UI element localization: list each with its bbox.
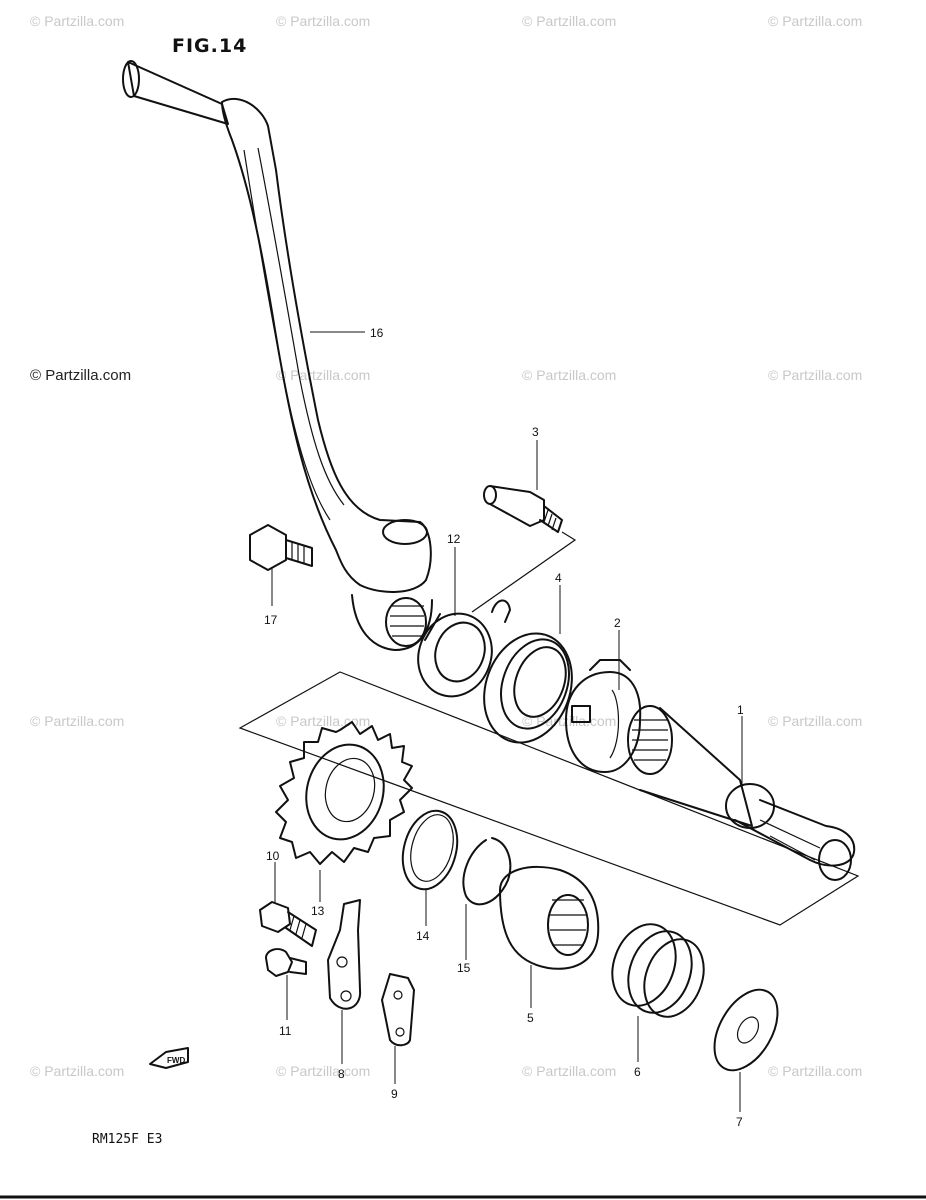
callout-13: 13 <box>311 904 325 918</box>
figure-title: FIG.14 <box>172 35 247 57</box>
callout-1: 1 <box>737 703 744 717</box>
callout-15: 15 <box>457 961 471 975</box>
callout-14: 14 <box>416 929 430 943</box>
watermark: © Partzilla.com <box>522 13 616 29</box>
fwd-arrow-icon: FWD <box>149 1047 189 1069</box>
watermark: © Partzilla.com <box>768 367 862 383</box>
fwd-label: FWD <box>167 1056 185 1065</box>
bolt-3 <box>483 485 563 533</box>
callout-8: 8 <box>338 1067 345 1081</box>
callout-6: 6 <box>634 1065 641 1079</box>
watermark: © Partzilla.com <box>276 367 370 383</box>
callout-17: 17 <box>264 613 278 627</box>
watermark: © Partzilla.com <box>522 367 616 383</box>
callout-10: 10 <box>266 849 280 863</box>
callout-12: 12 <box>447 532 461 546</box>
callout-4: 4 <box>555 571 562 585</box>
spring-4 <box>483 599 573 744</box>
watermark: © Partzilla.com <box>30 13 124 29</box>
assembly-frame <box>238 531 860 926</box>
watermarks: © Partzilla.com © Partzilla.com © Partzi… <box>30 13 862 1079</box>
kick-shaft-1 <box>627 705 856 881</box>
watermark: © Partzilla.com <box>276 13 370 29</box>
callout-7: 7 <box>736 1115 743 1129</box>
seal-12 <box>417 612 493 698</box>
plate-8 <box>327 899 362 1010</box>
bolt-10 <box>259 901 317 947</box>
kick-lever <box>122 60 433 651</box>
callout-9: 9 <box>391 1087 398 1101</box>
watermark: © Partzilla.com <box>522 713 616 729</box>
spring-6 <box>611 923 705 1018</box>
callout-5: 5 <box>527 1011 534 1025</box>
callout-3: 3 <box>532 425 539 439</box>
model-label: RM125F E3 <box>92 1132 162 1147</box>
watermark: © Partzilla.com <box>30 1063 124 1079</box>
washer-7 <box>713 988 779 1072</box>
watermark: © Partzilla.com <box>768 713 862 729</box>
watermark: © Partzilla.com <box>768 13 862 29</box>
gear-13 <box>275 721 413 865</box>
watermark: © Partzilla.com <box>30 713 124 729</box>
plate-9 <box>381 973 415 1047</box>
callout-2: 2 <box>614 616 621 630</box>
watermark: © Partzilla.com <box>522 1063 616 1079</box>
leader-lines <box>271 331 743 1112</box>
watermark: © Partzilla.com <box>768 1063 862 1079</box>
callouts: 16 3 12 4 2 1 17 10 13 14 15 5 6 7 11 8 … <box>264 326 744 1129</box>
clip-15 <box>462 837 512 906</box>
watermark: © Partzilla.com <box>276 1063 370 1079</box>
callout-16: 16 <box>370 326 384 340</box>
watermark: © Partzilla.com <box>30 367 131 384</box>
drive-5 <box>499 866 600 970</box>
bolt-11 <box>265 948 307 977</box>
bolt-17 <box>249 524 313 571</box>
ring-14 <box>401 809 459 891</box>
callout-11: 11 <box>279 1024 292 1038</box>
